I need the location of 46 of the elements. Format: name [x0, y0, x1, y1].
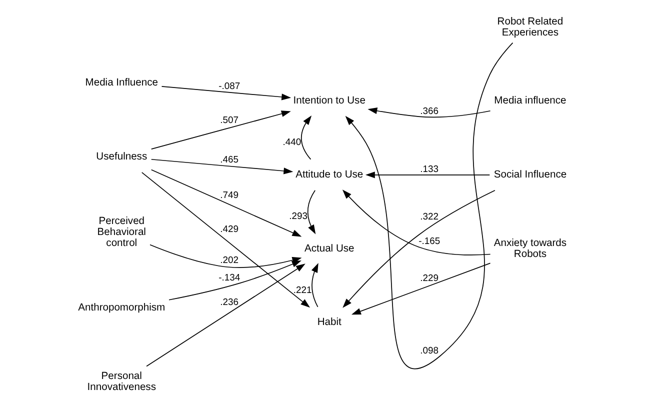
arrow: [150, 110, 291, 150]
edge-label: -.087: [218, 80, 240, 92]
node-text: Usefulness: [96, 152, 148, 163]
node-text: Personal Innovativeness: [87, 370, 156, 393]
node-text: Media Influence: [85, 78, 158, 89]
edge-label: .221: [293, 284, 312, 296]
edge-label: .229: [420, 273, 439, 284]
arrow: [300, 116, 312, 160]
edge-label: -.134: [218, 272, 240, 284]
arrow: [141, 172, 310, 308]
edge-label: .507: [220, 115, 239, 126]
edge-label: .098: [420, 345, 439, 356]
arrow: [345, 42, 514, 369]
edge-label: .293: [289, 211, 308, 222]
arrow: [150, 169, 302, 237]
edge-label: .366: [420, 106, 439, 117]
node-text: Intention to Use: [293, 96, 366, 107]
edge-label: -.165: [418, 236, 440, 248]
arrow: [351, 262, 491, 315]
edge-label: .465: [220, 154, 239, 166]
node-text: Perceived Behavioral control: [97, 216, 146, 250]
node-text: Media influence: [494, 96, 566, 107]
node-text: Robot Related Experiences: [497, 16, 564, 38]
edge-label: .749: [220, 190, 239, 201]
node-text: Social Influence: [494, 170, 567, 181]
arrow: [342, 190, 496, 308]
edge-label: .440: [282, 137, 302, 148]
arrow: [161, 86, 292, 100]
edge-label: .133: [420, 164, 439, 176]
arrow: [342, 190, 491, 256]
arrow: [146, 264, 306, 367]
node-text: Anxiety towards Robots: [494, 238, 567, 260]
node-text: Actual Use: [304, 243, 354, 254]
edge-label: .236: [220, 297, 239, 308]
node-text: Attitude to Use: [296, 170, 364, 181]
arrow: [311, 263, 318, 308]
edge-label: .429: [220, 224, 239, 236]
node-text: Anthropomorphism: [78, 302, 166, 314]
edge-label: .322: [420, 211, 439, 222]
arrow: [150, 158, 294, 174]
arrow: [368, 108, 491, 118]
arrow: [168, 260, 302, 300]
arrow: [365, 172, 490, 178]
edge-label: .202: [220, 255, 239, 266]
arrow: [307, 190, 316, 234]
node-text: Habit: [317, 317, 342, 328]
